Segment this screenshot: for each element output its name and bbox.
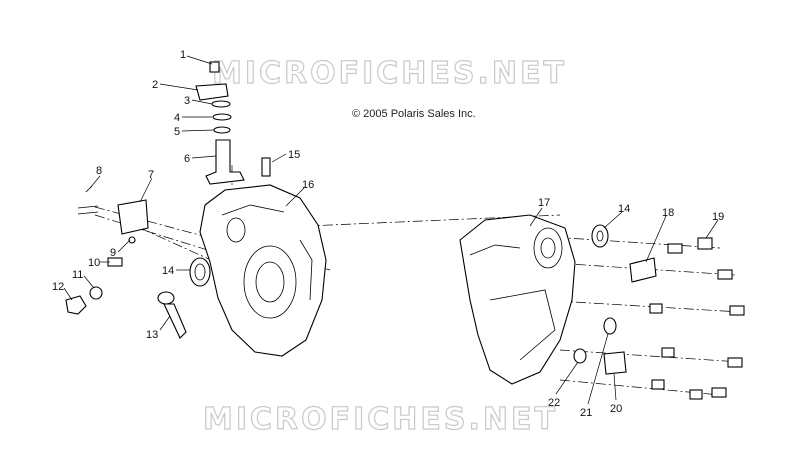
part-18-label: [629, 257, 657, 283]
callout-labels: 1 2 3 4 5 6 7 8 9 10 11 12 13 14 15 16 1…: [52, 49, 724, 419]
bolt: [717, 269, 733, 280]
callout-11: 11: [72, 269, 83, 281]
callout-13: 13: [146, 329, 158, 341]
part-15-dowel: [261, 157, 271, 177]
part-21-washer: [603, 317, 617, 335]
callout-12: 12: [52, 281, 64, 293]
left-crankcase-cover: [199, 184, 327, 357]
part-13-sensor-ring: [157, 291, 175, 305]
callout-19: 19: [712, 211, 724, 223]
callout-16: 16: [302, 179, 314, 191]
bolt: [689, 389, 703, 400]
part-22-oring: [573, 348, 587, 364]
callout-5: 5: [174, 126, 180, 138]
callout-17: 17: [538, 197, 550, 209]
right-crankcase-cover: [459, 214, 576, 385]
callout-leaders: [63, 55, 719, 405]
part-11-washer: [89, 286, 103, 300]
right-small-parts: [573, 224, 745, 400]
callout-18: 18: [662, 207, 674, 219]
part-13-sensor-body: [163, 303, 187, 339]
part-19-bolt: [697, 237, 713, 250]
left-small-parts: [65, 185, 211, 339]
part-12-plug: [65, 295, 87, 315]
watermark-bottom: MICROFICHES.NET: [202, 401, 558, 437]
watermark-top: MICROFICHES.NET: [211, 55, 567, 91]
part-20-plug: [603, 351, 627, 375]
callout-6: 6: [184, 153, 190, 165]
part-6-shaft: [205, 139, 245, 185]
callout-8: 8: [96, 165, 102, 177]
callout-10: 10: [88, 257, 100, 269]
callout-2: 2: [152, 79, 158, 91]
callout-4: 4: [174, 112, 180, 124]
part-10-spring: [107, 257, 123, 267]
bolt: [711, 387, 727, 398]
part-3-washer: [211, 100, 231, 108]
bolt: [727, 357, 743, 368]
callout-15: 15: [288, 149, 300, 161]
callout-3: 3: [184, 95, 190, 107]
part-7-sensor: [117, 199, 149, 235]
callout-14-right: 14: [618, 203, 630, 215]
bolt: [729, 305, 745, 316]
callout-22: 22: [548, 397, 560, 409]
callout-21: 21: [580, 407, 592, 419]
bolt: [651, 379, 665, 390]
part-4-seal: [212, 113, 232, 121]
shift-shaft-assembly: [195, 61, 271, 185]
part-9-pin: [128, 236, 136, 244]
part-2-lever: [195, 83, 229, 101]
callout-20: 20: [610, 403, 622, 415]
bolt: [661, 347, 675, 358]
copyright-notice: © 2005 Polaris Sales Inc.: [352, 108, 476, 120]
part-14-seal-right: [591, 224, 609, 248]
callout-14-left: 14: [162, 265, 174, 277]
callout-7: 7: [148, 169, 154, 181]
part-1-nut: [209, 61, 220, 73]
callout-9: 9: [110, 247, 116, 259]
part-5-clip: [213, 126, 231, 134]
part-14-seal-left: [189, 257, 211, 287]
bolt: [649, 303, 663, 314]
bolt: [667, 243, 683, 254]
callout-1: 1: [180, 49, 186, 61]
